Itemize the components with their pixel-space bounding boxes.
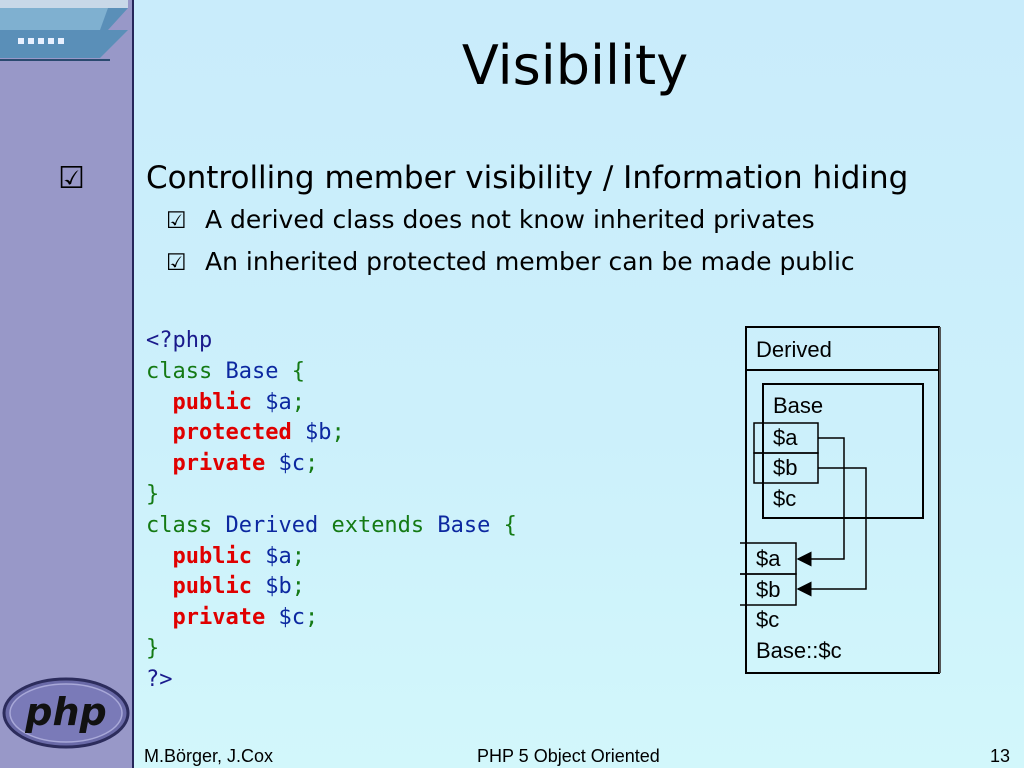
code-token: $b [265, 574, 292, 600]
override-arrow-b [796, 467, 867, 597]
code-token: } [146, 635, 160, 661]
code-token: extends [331, 512, 425, 538]
sub-bullet-text: A derived class does not know inherited … [205, 205, 815, 234]
base-class-label: Base [773, 393, 823, 418]
code-token: public [172, 543, 252, 569]
code-token: ; [331, 420, 345, 446]
code-token: <?php [146, 328, 213, 353]
derived-member-c: $c [756, 607, 779, 632]
code-token: { [291, 358, 305, 384]
sub-bullet-text: An inherited protected member can be mad… [205, 247, 855, 276]
code-token: Derived [225, 512, 319, 538]
php-logo-icon: php [2, 677, 130, 749]
base-member-c: $c [773, 486, 796, 511]
main-bullet-text: Controlling member visibility / Informat… [146, 160, 909, 196]
code-token: { [503, 512, 517, 538]
code-token: Base [437, 512, 491, 538]
code-token: class [146, 512, 213, 538]
checkbox-bullet-icon: ☑ [166, 208, 187, 234]
base-member-a: $a [773, 425, 798, 450]
code-token: class [146, 358, 213, 384]
ship-logo-icon [0, 0, 128, 61]
code-token: $c [278, 451, 305, 477]
code-token: ; [304, 605, 319, 631]
derived-member-b-box [740, 573, 797, 606]
code-token: } [146, 481, 160, 507]
code-token: ?> [146, 666, 173, 692]
svg-text:php: php [24, 690, 106, 734]
code-token: public [172, 389, 252, 415]
code-token: $a [265, 389, 292, 415]
footer-title: PHP 5 Object Oriented [477, 746, 660, 766]
code-token: protected [172, 420, 292, 446]
base-class-box [762, 383, 924, 519]
derived-member-base-c: Base::$c [756, 638, 842, 663]
class-layout-diagram: Derived Base $a $b $c $a $b $c Base::$c [740, 326, 941, 674]
override-arrow-a [796, 437, 845, 567]
derived-member-a: $a [756, 546, 781, 571]
derived-member-b: $b [756, 577, 780, 602]
sidebar: php [0, 0, 134, 768]
checkbox-bullet-icon: ☑ [166, 250, 187, 276]
code-token: ; [291, 574, 305, 600]
code-token: ; [291, 389, 305, 415]
checkbox-bullet-icon: ☑ [58, 161, 85, 196]
derived-shadow-right [939, 327, 941, 673]
code-token: public [172, 574, 252, 600]
code-token: ; [291, 543, 305, 569]
footer-author: M.Börger, J.Cox [144, 746, 274, 766]
footer-page-number: 13 [990, 746, 1011, 766]
code-token: ; [304, 451, 319, 477]
code-token: private [172, 605, 266, 631]
code-token: Base [225, 358, 279, 384]
slide-title: Visibility [461, 34, 689, 97]
code-token: private [172, 451, 266, 477]
code-token: $b [304, 420, 332, 446]
php-code-block: <?php class Base { public $a; protected … [146, 326, 517, 696]
code-token: $c [278, 605, 305, 631]
code-token: $a [265, 543, 292, 569]
derived-class-label: Derived [756, 337, 832, 362]
base-member-b: $b [773, 455, 797, 480]
